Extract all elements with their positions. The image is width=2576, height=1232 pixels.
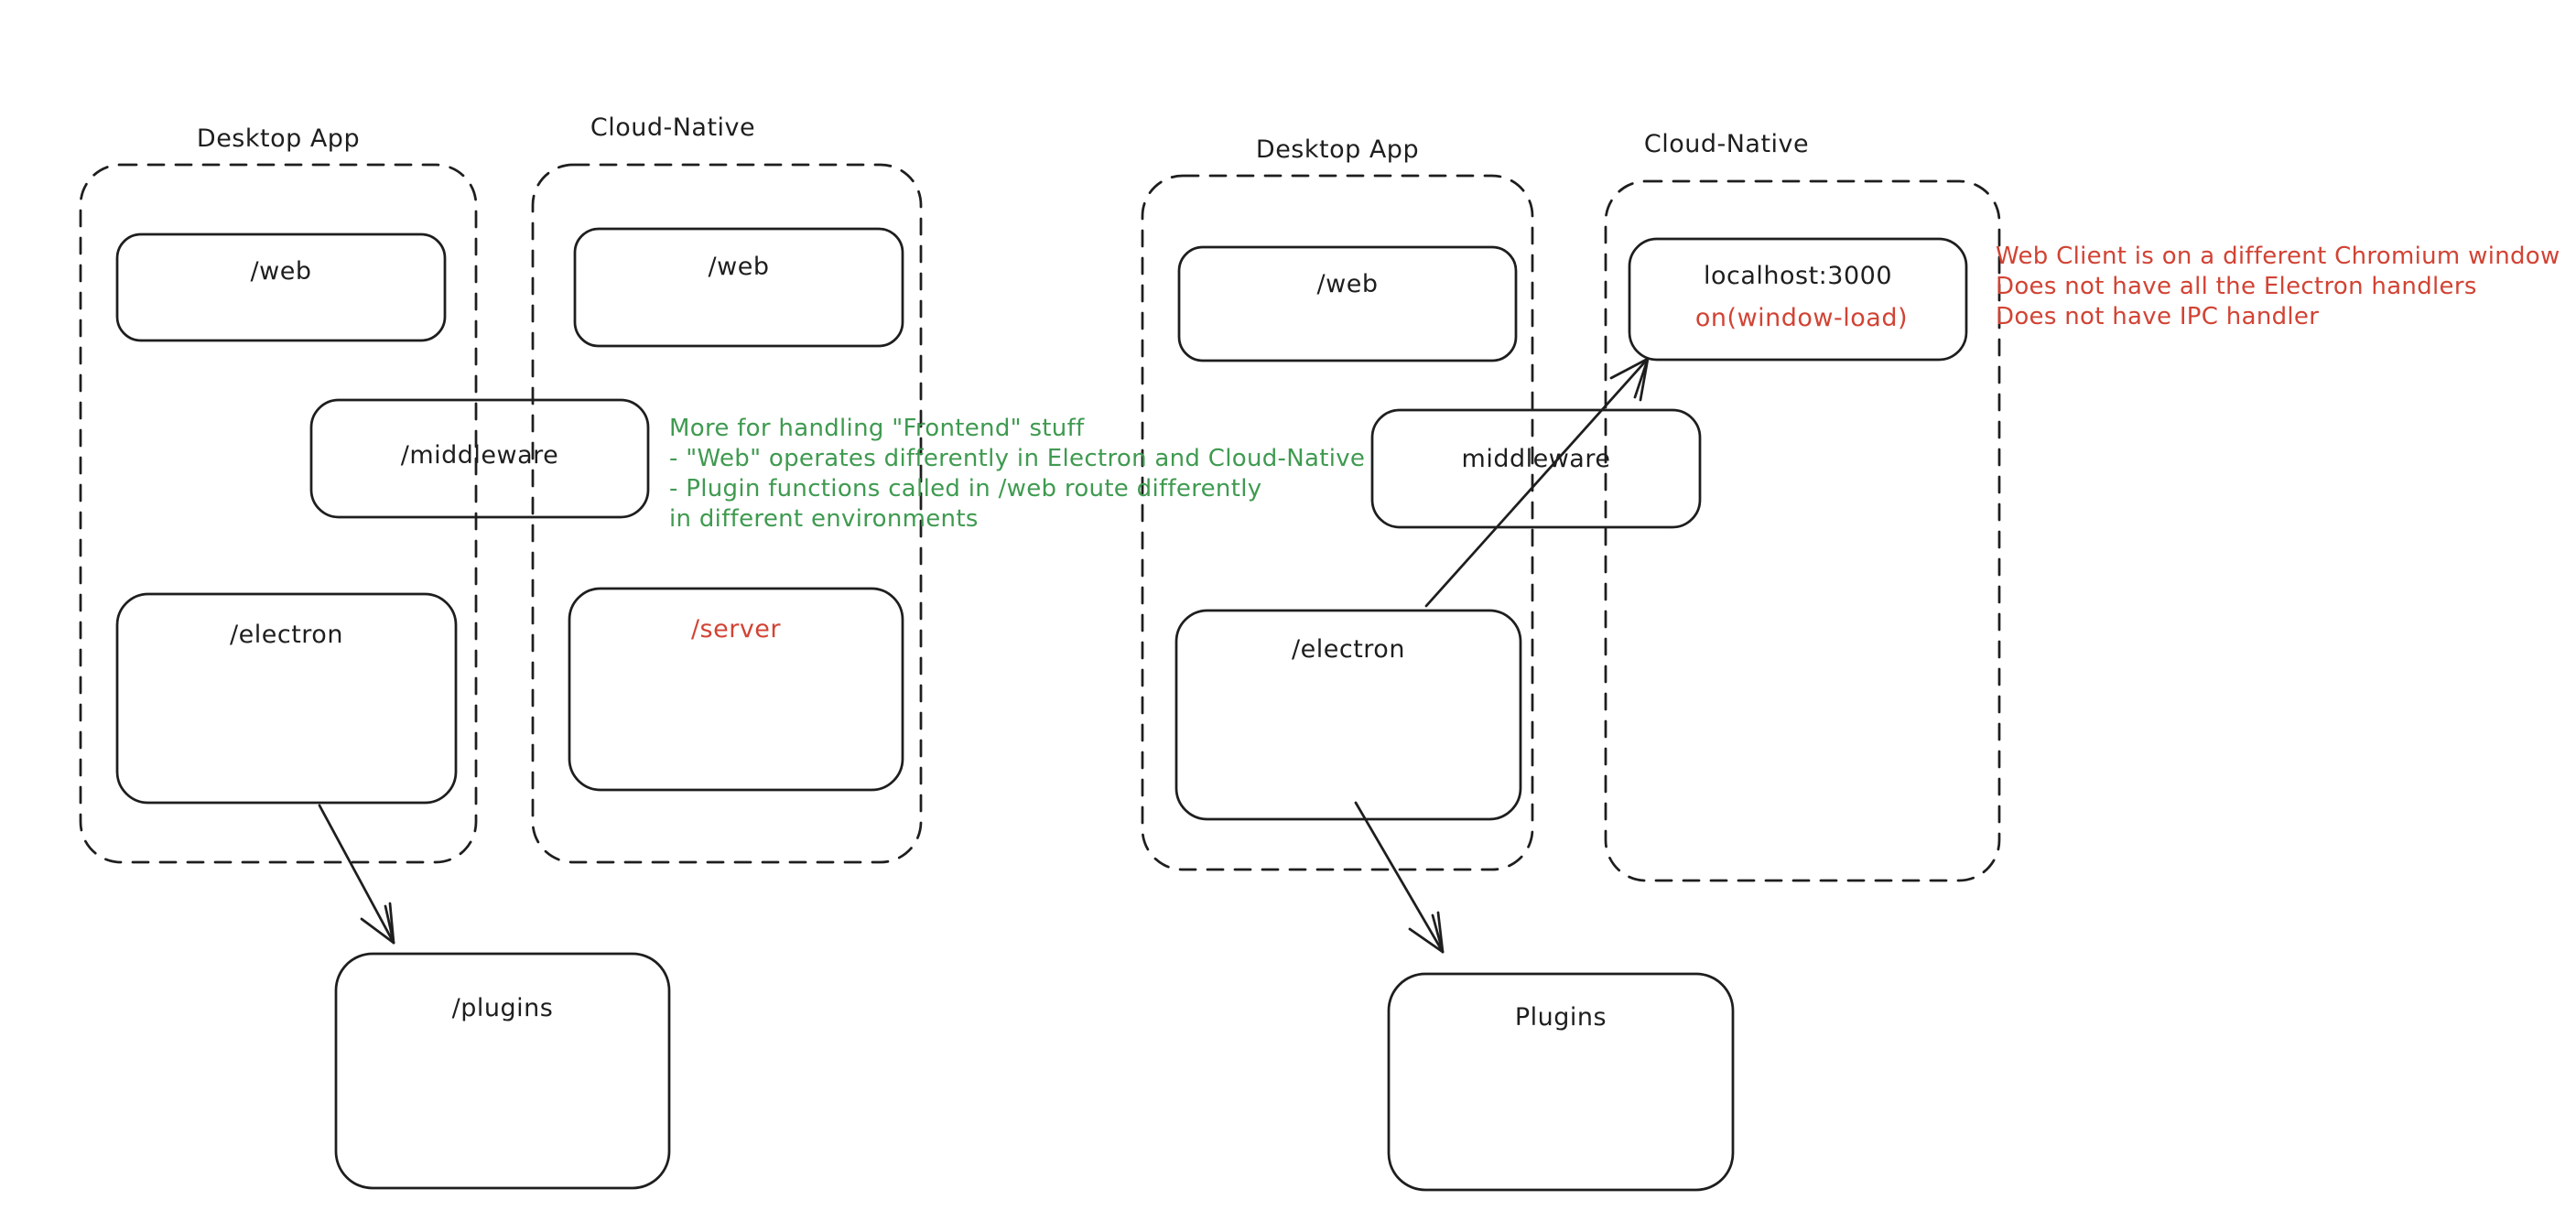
box-web-desktop-left[interactable] (115, 232, 447, 342)
box-electron-right[interactable] (1174, 609, 1522, 821)
middleware-box-label-right: middleware (1461, 445, 1611, 473)
red-note: Web Client is on a different Chromium wi… (1996, 242, 2560, 332)
green-note-line: - "Web" operates differently in Electron… (669, 445, 1366, 472)
electron-box-label-right: /electron (1292, 635, 1405, 664)
box-localhost-right[interactable] (1628, 237, 1968, 362)
arrow-electron-to-plugins-right[interactable] (1354, 801, 1445, 954)
electron-box-label-left: /electron (230, 621, 343, 649)
web-box-label-desktop-left: /web (250, 257, 312, 286)
localhost-box-label: localhost:3000 (1703, 262, 1892, 290)
box-middleware-right[interactable] (1370, 408, 1702, 529)
red-note-line: Web Client is on a different Chromium wi… (1996, 243, 2560, 270)
box-middleware-left[interactable] (309, 398, 650, 519)
arrow-electron-to-localhost[interactable] (1424, 357, 1650, 608)
box-web-cloud-left[interactable] (573, 227, 904, 348)
plugins-box-label-left: /plugins (451, 994, 554, 1022)
cloud-native-label-right: Cloud-Native (1643, 130, 1810, 158)
green-note-line: - Plugin functions called in /web route … (669, 475, 1262, 503)
web-box-label-cloud-left: /web (708, 253, 770, 281)
container-cloud-native-right[interactable] (1604, 179, 2001, 882)
box-electron-left[interactable] (115, 592, 458, 805)
container-desktop-app-left[interactable] (79, 163, 478, 864)
box-server-left[interactable] (568, 587, 904, 792)
window-load-label: on(window-load) (1694, 304, 1908, 332)
cloud-native-label-left: Cloud-Native (590, 113, 756, 142)
box-plugins-left[interactable] (334, 952, 671, 1190)
green-note-line: in different environments (669, 505, 979, 533)
green-note: More for handling "Frontend" stuff - "We… (669, 414, 1365, 535)
red-note-line: Does not have IPC handler (1996, 303, 2320, 330)
middleware-box-label-left: /middleware (400, 441, 559, 470)
desktop-app-label-left: Desktop App (196, 124, 361, 153)
web-box-label-right: /web (1316, 270, 1379, 298)
box-web-right[interactable] (1177, 245, 1518, 362)
green-note-line: More for handling "Frontend" stuff (669, 415, 1085, 442)
arrow-electron-to-plugins-left[interactable] (318, 804, 395, 945)
server-box-label-left: /server (690, 615, 782, 643)
red-note-line: Does not have all the Electron handlers (1996, 273, 2477, 300)
box-plugins-right[interactable] (1387, 972, 1735, 1192)
desktop-app-label-right: Desktop App (1255, 135, 1420, 164)
container-cloud-native-left[interactable] (531, 163, 923, 864)
plugins-box-label-right: Plugins (1514, 1003, 1607, 1032)
